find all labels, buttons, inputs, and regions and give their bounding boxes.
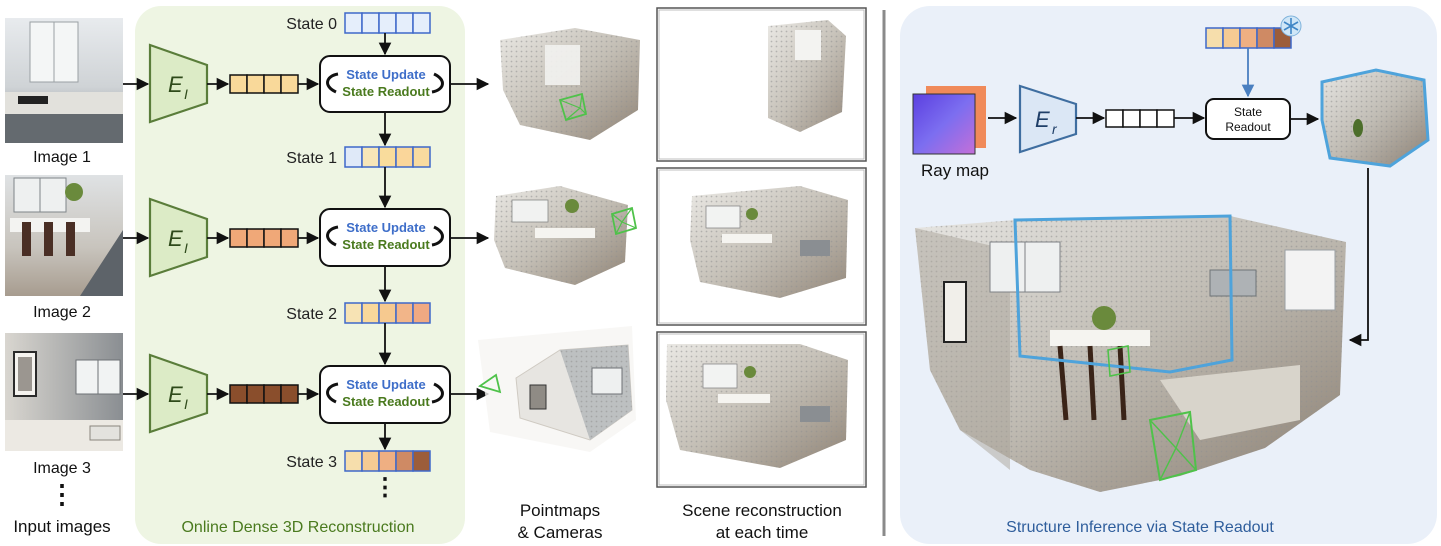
full-scene-reconstruction (915, 214, 1346, 492)
pointmaps-caption-line-1: Pointmaps (520, 501, 600, 520)
state-1-label: State 1 (286, 150, 337, 167)
ray-map-label: Ray map (921, 161, 989, 180)
state-readout-label-1: State Readout (342, 84, 430, 99)
ray-tokens (1105, 109, 1175, 128)
input-ellipsis: ⋮ (49, 479, 75, 509)
encoder-EI-2-sub: I (184, 240, 188, 256)
encoder-EI-3-sub: I (184, 396, 188, 412)
state-1-tokens (344, 146, 431, 168)
ray-map-icon (912, 86, 986, 155)
encoder-EI-1-sub: I (184, 86, 188, 102)
online-panel-caption: Online Dense 3D Reconstruction (181, 519, 414, 536)
frozen-state-tokens (1205, 27, 1292, 49)
input-images-caption: Input images (13, 517, 110, 536)
image-3-label: Image 3 (33, 460, 91, 477)
state-ellipsis: ⋮ (373, 474, 397, 501)
pointmap-2 (494, 186, 638, 285)
encoder-EI-row-3: E I (148, 353, 209, 434)
state-2-tokens (344, 302, 431, 324)
image-2-label: Image 2 (33, 304, 91, 321)
state-readout-label-2: State Readout (342, 237, 430, 252)
encoder-EI-row-2: E I (148, 197, 209, 278)
state-readout-box-line-1: State (1234, 105, 1262, 119)
scene-caption-line-1: Scene reconstruction (682, 501, 842, 520)
scene-caption-line-2: at each time (716, 523, 809, 542)
structure-panel-caption: Structure Inference via State Readout (1006, 519, 1274, 536)
state-2-label: State 2 (286, 306, 337, 323)
state-readout-label-3: State Readout (342, 394, 430, 409)
pointmaps-caption-line-2: & Cameras (517, 523, 602, 542)
scene-reconstruction-3 (656, 331, 867, 488)
image-1-label: Image 1 (33, 149, 91, 166)
state-3-label: State 3 (286, 454, 337, 471)
encoder-Er-E: E (1035, 107, 1050, 132)
state-0-label: State 0 (286, 16, 337, 33)
update-readout-block-1: State Update State Readout (319, 55, 451, 113)
encoder-EI-1-E: E (168, 72, 183, 97)
image-tokens-3 (229, 384, 299, 404)
state-0-tokens (344, 12, 431, 34)
encoder-EI-3-E: E (168, 382, 183, 407)
scene-reconstruction-2 (656, 167, 867, 326)
encoder-Er-sub: r (1052, 121, 1058, 137)
encoder-EI-row-1: E I (148, 43, 209, 124)
snowflake-icon (1280, 15, 1302, 37)
scene-reconstruction-1 (656, 7, 867, 162)
input-image-3 (5, 333, 123, 451)
state-update-label-3: State Update (346, 377, 425, 392)
update-readout-block-3: State Update State Readout (319, 365, 451, 424)
readout-pointmap (1320, 68, 1430, 168)
state-readout-box-line-2: Readout (1225, 120, 1271, 134)
state-3-tokens (344, 450, 431, 472)
state-update-label-2: State Update (346, 220, 425, 235)
image-tokens-2 (229, 228, 299, 248)
update-readout-block-2: State Update State Readout (319, 208, 451, 267)
input-image-1 (5, 18, 123, 143)
arrow-output-to-scene (1348, 168, 1369, 347)
input-image-2 (5, 175, 123, 296)
encoder-Er: E r (1018, 84, 1078, 154)
image-tokens-1 (229, 74, 299, 94)
state-readout-box: State Readout (1205, 98, 1291, 140)
state-update-label-1: State Update (346, 67, 425, 82)
encoder-EI-2-E: E (168, 226, 183, 251)
pointmap-3 (477, 326, 636, 452)
pointmap-1 (500, 28, 640, 140)
